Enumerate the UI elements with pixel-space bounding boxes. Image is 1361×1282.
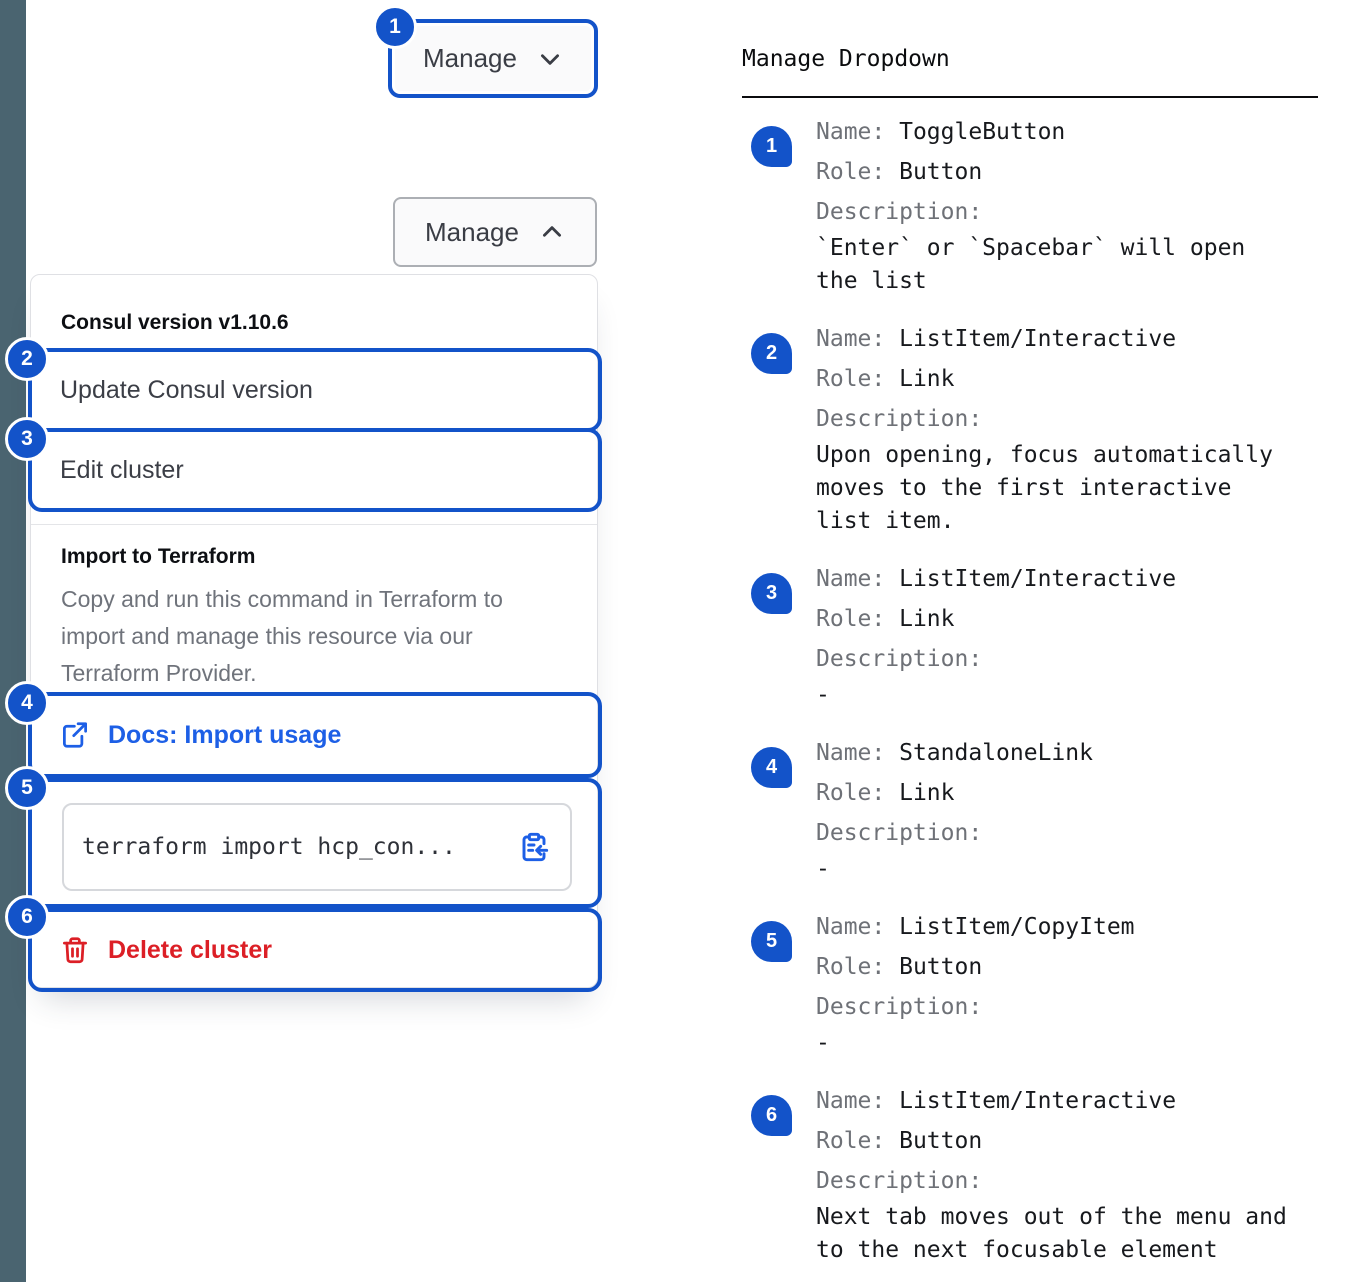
docs-import-usage-link[interactable]: Docs: Import usage <box>32 720 341 750</box>
role-label: Role: <box>816 606 886 632</box>
role-label: Role: <box>816 954 886 980</box>
consul-version-header: Consul version v1.10.6 <box>61 311 289 334</box>
role-value: Button <box>899 159 983 185</box>
legend-item-5: 5 Name: ListItem/CopyItem Role: Button D… <box>742 907 1342 1060</box>
role-value: Link <box>899 606 955 632</box>
role-label: Role: <box>816 780 886 806</box>
annotation-badge-1: 1 <box>373 5 417 49</box>
description-value: Next tab moves out of the menu and to th… <box>816 1204 1287 1263</box>
terraform-command-field[interactable]: terraform import hcp_con... <box>62 803 572 891</box>
annotation-badge-2: 2 <box>5 337 49 381</box>
manage-button-label: Manage <box>423 43 517 73</box>
legend-item-1: 1 Name: ToggleButton Role: Button Descri… <box>742 112 1342 298</box>
menu-item-docs-import-usage[interactable]: Docs: Import usage <box>28 692 602 778</box>
legend-badge-1: 1 <box>751 126 792 167</box>
legend-items: 1 Name: ToggleButton Role: Button Descri… <box>742 112 1342 1282</box>
description-label: Description: <box>816 1168 983 1194</box>
role-value: Button <box>899 954 983 980</box>
role-label: Role: <box>816 366 886 392</box>
role-value: Link <box>899 780 955 806</box>
chevron-up-icon <box>542 226 561 237</box>
description-value: - <box>816 682 830 708</box>
description-label: Description: <box>816 994 983 1020</box>
manage-toggle-button-open[interactable]: Manage <box>393 197 597 267</box>
role-label: Role: <box>816 159 886 185</box>
chevron-down-icon <box>540 53 559 65</box>
legend-badge-5: 5 <box>751 921 792 962</box>
name-value: ListItem/Interactive <box>899 566 1177 592</box>
menu-item-delete-cluster[interactable]: Delete cluster <box>28 908 602 992</box>
role-value: Link <box>899 366 955 392</box>
legend-badge-4: 4 <box>751 747 792 788</box>
legend-title: Manage Dropdown <box>742 46 950 72</box>
docs-import-usage-label: Docs: Import usage <box>108 720 342 749</box>
legend-item-4: 4 Name: StandaloneLink Role: Link Descri… <box>742 733 1342 886</box>
manage-button-label: Manage <box>425 216 519 247</box>
description-value: `Enter` or `Spacebar` will open the list <box>816 235 1246 294</box>
description-label: Description: <box>816 406 983 432</box>
delete-cluster-label: Delete cluster <box>108 935 272 964</box>
legend-badge-2: 2 <box>751 333 792 374</box>
update-consul-version-label: Update Consul version <box>60 375 313 404</box>
name-value: ListItem/Interactive <box>899 326 1177 352</box>
menu-divider <box>31 524 597 525</box>
name-label: Name: <box>816 1088 886 1114</box>
name-label: Name: <box>816 566 886 592</box>
description-value: - <box>816 856 830 882</box>
clipboard-copy-icon <box>522 832 549 862</box>
manage-toggle-button-closed[interactable]: Manage <box>388 19 598 98</box>
legend-item-6: 6 Name: ListItem/Interactive Role: Butto… <box>742 1081 1342 1267</box>
name-label: Name: <box>816 740 886 766</box>
name-label: Name: <box>816 326 886 352</box>
legend-badge-3: 3 <box>751 573 792 614</box>
role-value: Button <box>899 1128 983 1154</box>
legend-item-3: 3 Name: ListItem/Interactive Role: Link … <box>742 559 1342 712</box>
description-value: - <box>816 1030 830 1056</box>
annotation-badge-3: 3 <box>5 417 49 461</box>
annotation-badge-5: 5 <box>5 766 49 810</box>
page-edge-strip <box>0 0 26 1282</box>
name-value: ListItem/Interactive <box>899 1088 1177 1114</box>
name-value: StandaloneLink <box>899 740 1093 766</box>
trash-icon <box>63 937 87 964</box>
description-label: Description: <box>816 646 983 672</box>
menu-item-update-consul-version[interactable]: Update Consul version <box>28 348 602 432</box>
menu-item-edit-cluster[interactable]: Edit cluster <box>28 428 602 512</box>
copy-command-button[interactable] <box>516 829 552 865</box>
delete-cluster-row[interactable]: Delete cluster <box>32 935 272 965</box>
import-description: Copy and run this command in Terraform t… <box>61 586 503 686</box>
legend-badge-6: 6 <box>751 1095 792 1136</box>
name-value: ToggleButton <box>899 119 1066 145</box>
annotation-badge-6: 6 <box>5 895 49 939</box>
menu-item-copy-command: terraform import hcp_con... <box>28 778 602 908</box>
edit-cluster-label: Edit cluster <box>60 455 184 484</box>
description-label: Description: <box>816 820 983 846</box>
import-terraform-header: Import to Terraform <box>61 545 256 568</box>
description-value: Upon opening, focus automatically moves … <box>816 442 1273 534</box>
legend-item-2: 2 Name: ListItem/Interactive Role: Link … <box>742 319 1342 538</box>
name-label: Name: <box>816 119 886 145</box>
legend-title-rule <box>742 96 1318 98</box>
name-label: Name: <box>816 914 886 940</box>
terraform-command-text: terraform import hcp_con... <box>82 834 456 860</box>
name-value: ListItem/CopyItem <box>899 914 1135 940</box>
role-label: Role: <box>816 1128 886 1154</box>
external-link-icon <box>63 722 87 748</box>
description-label: Description: <box>816 199 983 225</box>
annotation-badge-4: 4 <box>5 681 49 725</box>
